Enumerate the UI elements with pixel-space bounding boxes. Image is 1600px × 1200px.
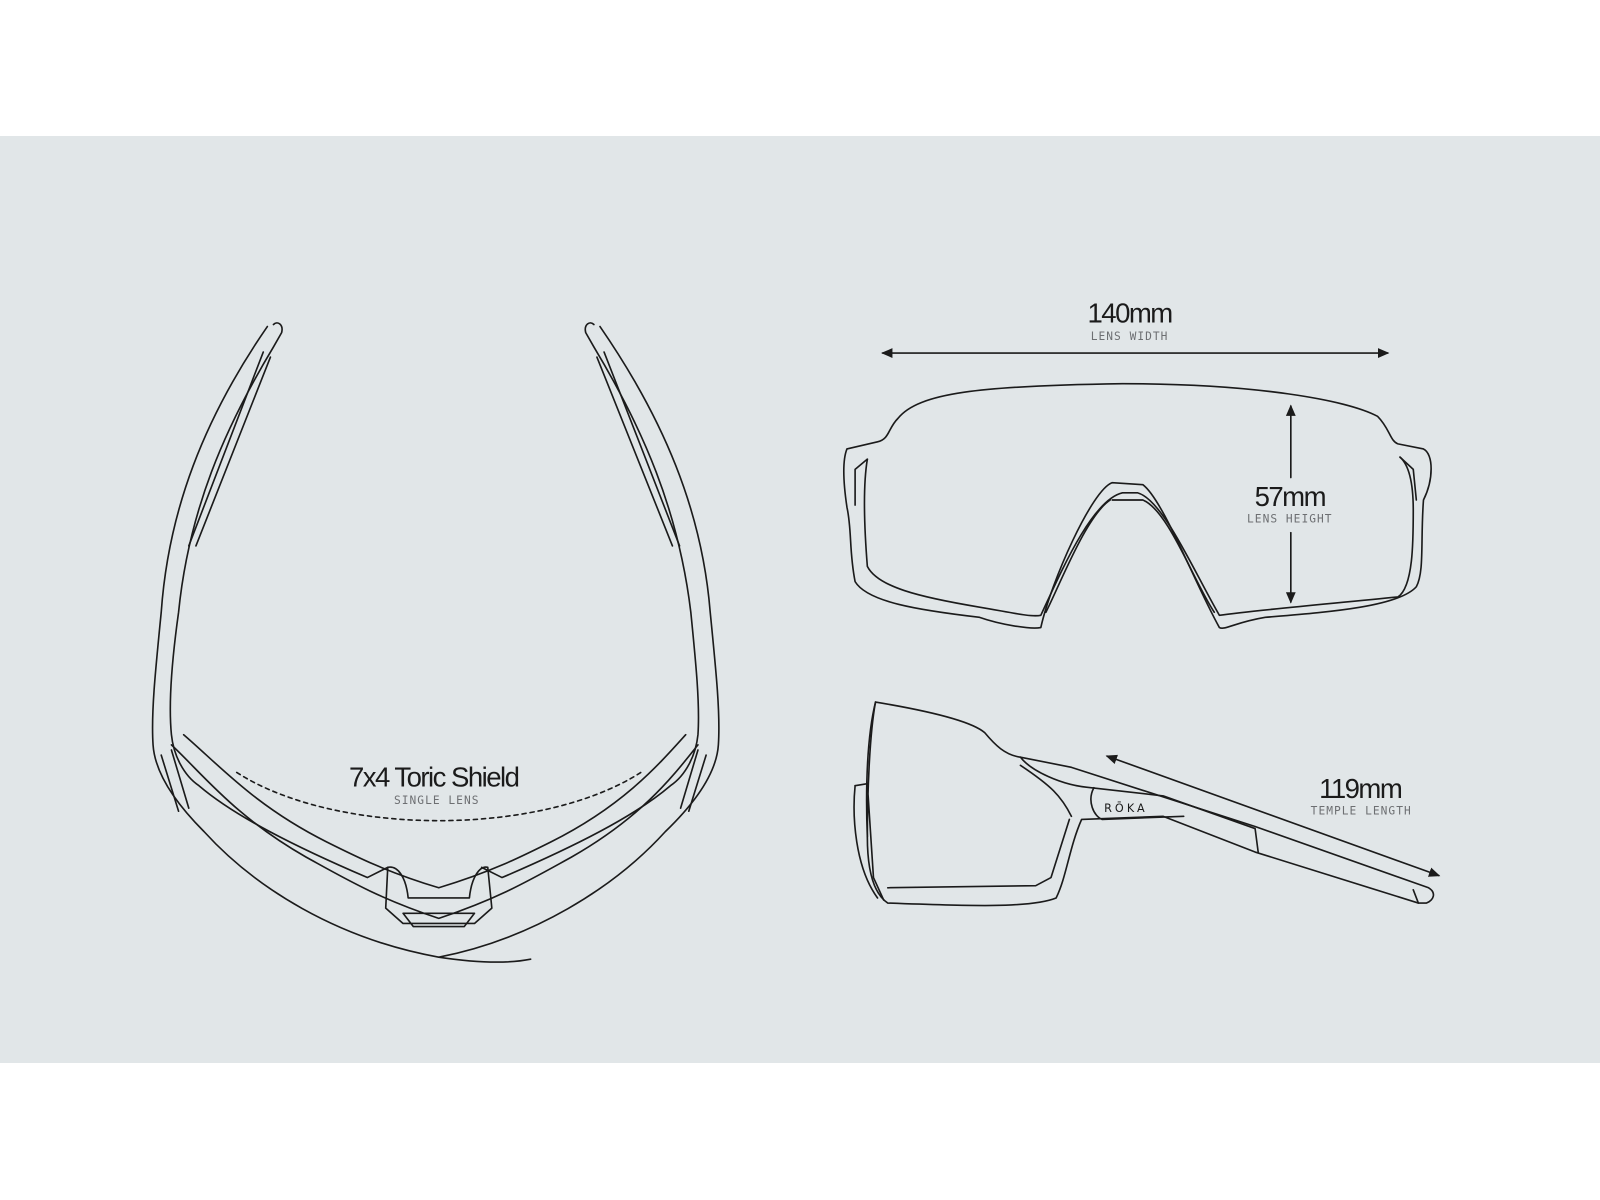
temple-length-value: 119mm	[1319, 773, 1402, 804]
temple-length-arrow	[1105, 754, 1441, 877]
lens-height-label: LENS HEIGHT	[1247, 512, 1333, 525]
lens-shape-subtitle: SINGLE LENS	[394, 794, 480, 807]
lens-width-label: LENS WIDTH	[1091, 330, 1169, 343]
diagram-background	[0, 136, 1600, 1063]
lens-shape-title: 7x4 Toric Shield	[349, 762, 519, 793]
front-view-glasses	[843, 382, 1432, 630]
side-view-glasses	[853, 701, 1435, 907]
temple-length-label: TEMPLE LENGTH	[1311, 804, 1412, 817]
lens-height-value: 57mm	[1255, 481, 1326, 512]
lens-width-value: 140mm	[1087, 297, 1172, 328]
brand-logo: RŌKA	[1104, 802, 1148, 815]
top-view-glasses	[151, 322, 720, 963]
